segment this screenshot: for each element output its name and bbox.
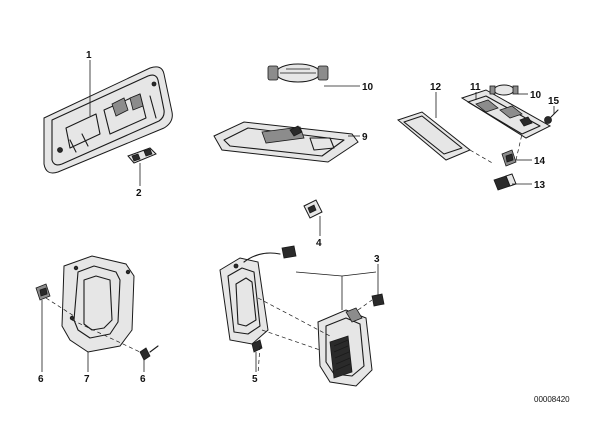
assembly-lines	[45, 133, 523, 375]
callout-9: 9	[362, 132, 368, 143]
callout-10-top: 10	[362, 82, 374, 93]
part-13-connector	[493, 173, 517, 191]
callout-2: 2	[136, 188, 142, 199]
part-10-festoon-bulb-top	[267, 63, 329, 83]
part-11-lamp-unit	[460, 89, 552, 139]
callout-labels: 1 2 10 9 12 11 10 15 14 13 4 3 5 6 7 6	[38, 50, 560, 385]
part-2-bulb-clip	[127, 147, 157, 164]
part-15-screw	[544, 109, 559, 124]
part-6-clip-left	[35, 283, 51, 301]
callout-6-right: 6	[140, 374, 146, 385]
leader-lines	[41, 60, 555, 372]
part-10-bulb-right	[489, 84, 519, 96]
callout-13: 13	[534, 180, 546, 191]
callout-15: 15	[548, 96, 560, 107]
part-6-screw-bottom	[139, 345, 159, 361]
callout-12: 12	[430, 82, 442, 93]
part-3-reading-lamp	[317, 293, 385, 387]
part-5-frame-assembly	[219, 245, 297, 353]
callout-11: 11	[470, 82, 481, 93]
callout-10-right: 10	[530, 90, 542, 101]
part-9-lamp-lens	[213, 121, 359, 163]
part-14-clip	[501, 149, 517, 167]
callout-3: 3	[374, 254, 380, 265]
part-1-lamp-housing	[43, 66, 173, 174]
callout-1: 1	[86, 50, 92, 61]
part-12-frame	[396, 111, 471, 161]
document-number: 00008420	[534, 395, 570, 404]
part-4-wedge-bulb	[303, 199, 323, 219]
part-7-bezel	[61, 255, 135, 353]
callout-5: 5	[252, 374, 258, 385]
callout-4: 4	[316, 238, 322, 249]
callout-7: 7	[84, 374, 90, 385]
callout-6-left: 6	[38, 374, 44, 385]
callout-14: 14	[534, 156, 546, 167]
